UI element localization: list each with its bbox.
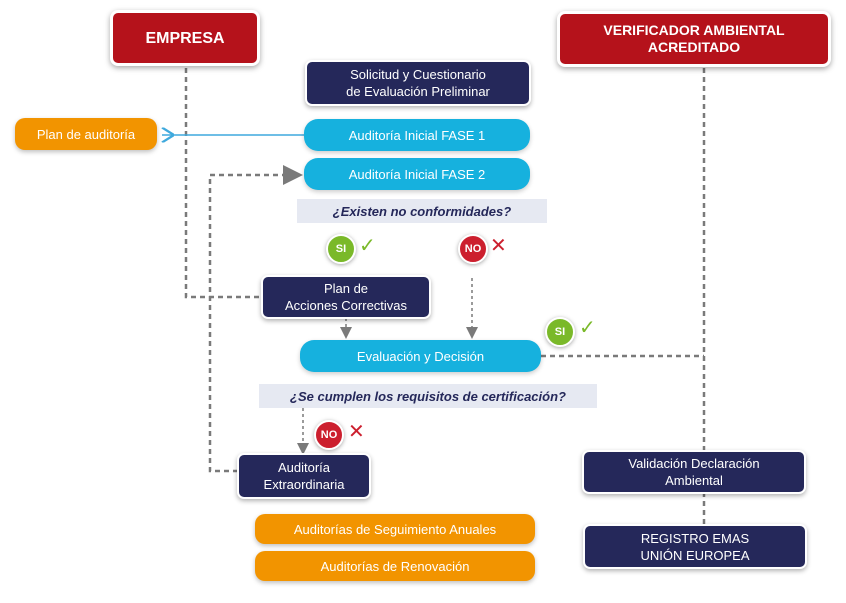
loop-line — [208, 165, 303, 473]
plan-acciones-box: Plan de Acciones Correctivas — [261, 275, 431, 319]
si-badge-1: SI — [326, 234, 356, 264]
requisitos-question: ¿Se cumplen los requisitos de certificac… — [259, 384, 597, 408]
empresa-line — [184, 68, 262, 299]
solicitud-box: Solicitud y Cuestionario de Evaluación P… — [305, 60, 531, 106]
renovacion-box: Auditorías de Renovación — [255, 551, 535, 581]
si-badge-2: SI — [545, 317, 575, 347]
check-icon: ✓ — [579, 317, 596, 339]
registro-box: REGISTRO EMAS UNIÓN EUROPEA — [583, 524, 807, 569]
extraordinaria-box: Auditoría Extraordinaria — [237, 453, 371, 499]
no-conformidades-question: ¿Existen no conformidades? — [297, 199, 547, 223]
fase1-box: Auditoría Inicial FASE 1 — [304, 119, 530, 151]
plan-auditoria-box: Plan de auditoría — [15, 118, 157, 150]
check-icon: ✓ — [359, 235, 376, 257]
cross-icon: ✕ — [490, 235, 507, 257]
seguimiento-box: Auditorías de Seguimiento Anuales — [255, 514, 535, 544]
cross-icon: ✕ — [348, 421, 365, 443]
fase2-box: Auditoría Inicial FASE 2 — [304, 158, 530, 190]
empresa-header: EMPRESA — [110, 10, 260, 66]
no-badge-2: NO — [314, 420, 344, 450]
verificador-header: VERIFICADOR AMBIENTAL ACREDITADO — [557, 11, 831, 67]
evaluacion-box: Evaluación y Decisión — [300, 340, 541, 372]
no-badge-1: NO — [458, 234, 488, 264]
validacion-box: Validación Declaración Ambiental — [582, 450, 806, 494]
